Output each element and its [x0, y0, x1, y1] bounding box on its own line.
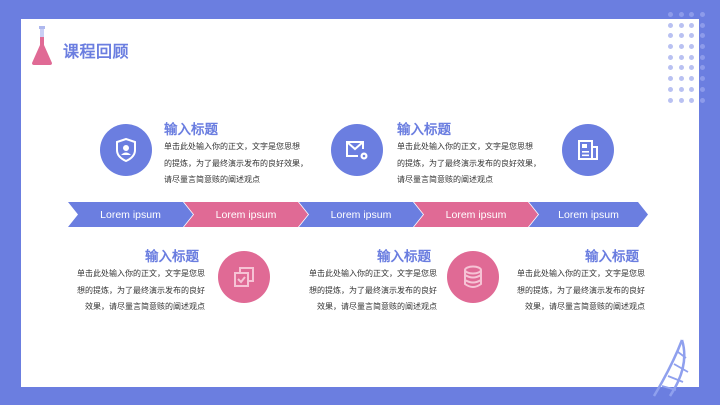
page-title: 课程回顾: [63, 42, 130, 61]
timeline-step[interactable]: Lorem ipsum: [414, 202, 538, 227]
dna-icon: [652, 339, 689, 397]
shield-user-icon-circle: [100, 124, 152, 176]
flask-icon: [32, 26, 52, 65]
shield-user-icon: [116, 138, 136, 162]
newspaper-icon-circle: [562, 124, 614, 176]
block-text: 单击此处输入你的正文，文字是您思想的提炼，为了最终演示发布的良好效果，请尽量言简…: [309, 269, 437, 311]
block-text: 单击此处输入你的正文，文字是您思想的提炼，为了最终演示发布的良好效果，请尽量言简…: [77, 269, 205, 311]
block-text: 单击此处输入你的正文，文字是您思想的提炼，为了最终演示发布的良好效果，请尽量言简…: [164, 142, 308, 184]
block-text: 单击此处输入你的正文，文字是您思想的提炼，为了最终演示发布的良好效果，请尽量言简…: [517, 269, 645, 311]
block-title: 输入标题: [377, 249, 431, 265]
block-title: 输入标题: [397, 122, 451, 138]
mail-settings-icon: [346, 141, 368, 160]
block-title: 输入标题: [585, 249, 639, 265]
mail-settings-icon-circle: [331, 124, 383, 176]
block-title: 输入标题: [164, 122, 218, 138]
copy-check-icon-circle: [218, 251, 270, 303]
decorative-dot-grid: [668, 12, 710, 108]
timeline-step[interactable]: Lorem ipsum: [184, 202, 308, 227]
block-text: 单击此处输入你的正文，文字是您思想的提炼，为了最终演示发布的良好效果，请尽量言简…: [397, 142, 541, 184]
timeline-step[interactable]: Lorem ipsum: [299, 202, 423, 227]
database-icon-circle: [447, 251, 499, 303]
timeline-step[interactable]: Lorem ipsum: [68, 202, 193, 227]
timeline-step[interactable]: Lorem ipsum: [529, 202, 648, 227]
block-title: 输入标题: [145, 249, 199, 265]
newspaper-icon: [578, 140, 598, 160]
copy-check-icon: [234, 267, 254, 287]
database-icon: [464, 265, 482, 288]
